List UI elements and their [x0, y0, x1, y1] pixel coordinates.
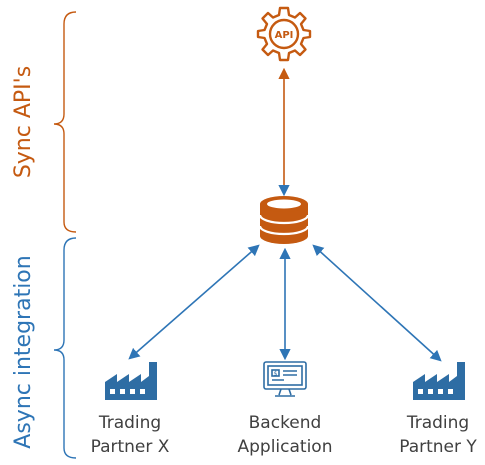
partner-x-label-line2: Partner X [91, 437, 170, 457]
backend-label-line2: Application [238, 437, 333, 457]
sync-bracket [53, 11, 77, 233]
sync-group-label: Sync API's [11, 66, 36, 178]
database-icon [258, 196, 310, 244]
factory-icon [105, 362, 157, 400]
api-icon-text: API [275, 30, 294, 41]
api-gear-icon: API [256, 6, 312, 62]
computer-app-icon: $ [263, 361, 307, 397]
arrow-hub-partner-y [312, 244, 442, 362]
backend-label-line1: Backend [249, 413, 322, 433]
async-group-label: Async integration [11, 255, 36, 448]
arrow-hub-partner-x [128, 244, 260, 360]
factory-icon [413, 362, 465, 400]
partner-y-label-line1: Trading [406, 413, 469, 433]
svg-text:$: $ [274, 371, 278, 378]
async-bracket [53, 237, 77, 459]
partner-y-label-line2: Partner Y [399, 437, 477, 457]
partner-x-label-line1: Trading [98, 413, 161, 433]
